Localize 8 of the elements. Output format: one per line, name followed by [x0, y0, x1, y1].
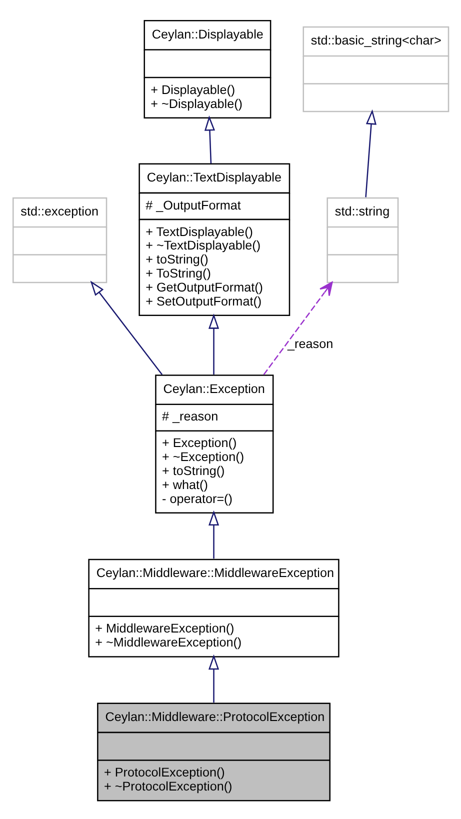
edge-label: _reason [288, 336, 334, 351]
arrow [208, 510, 220, 558]
arrow [365, 108, 377, 197]
arrow [90, 280, 163, 374]
arrow [263, 281, 333, 374]
arrow [204, 115, 216, 164]
arrow [208, 654, 220, 702]
arrow [208, 313, 220, 374]
